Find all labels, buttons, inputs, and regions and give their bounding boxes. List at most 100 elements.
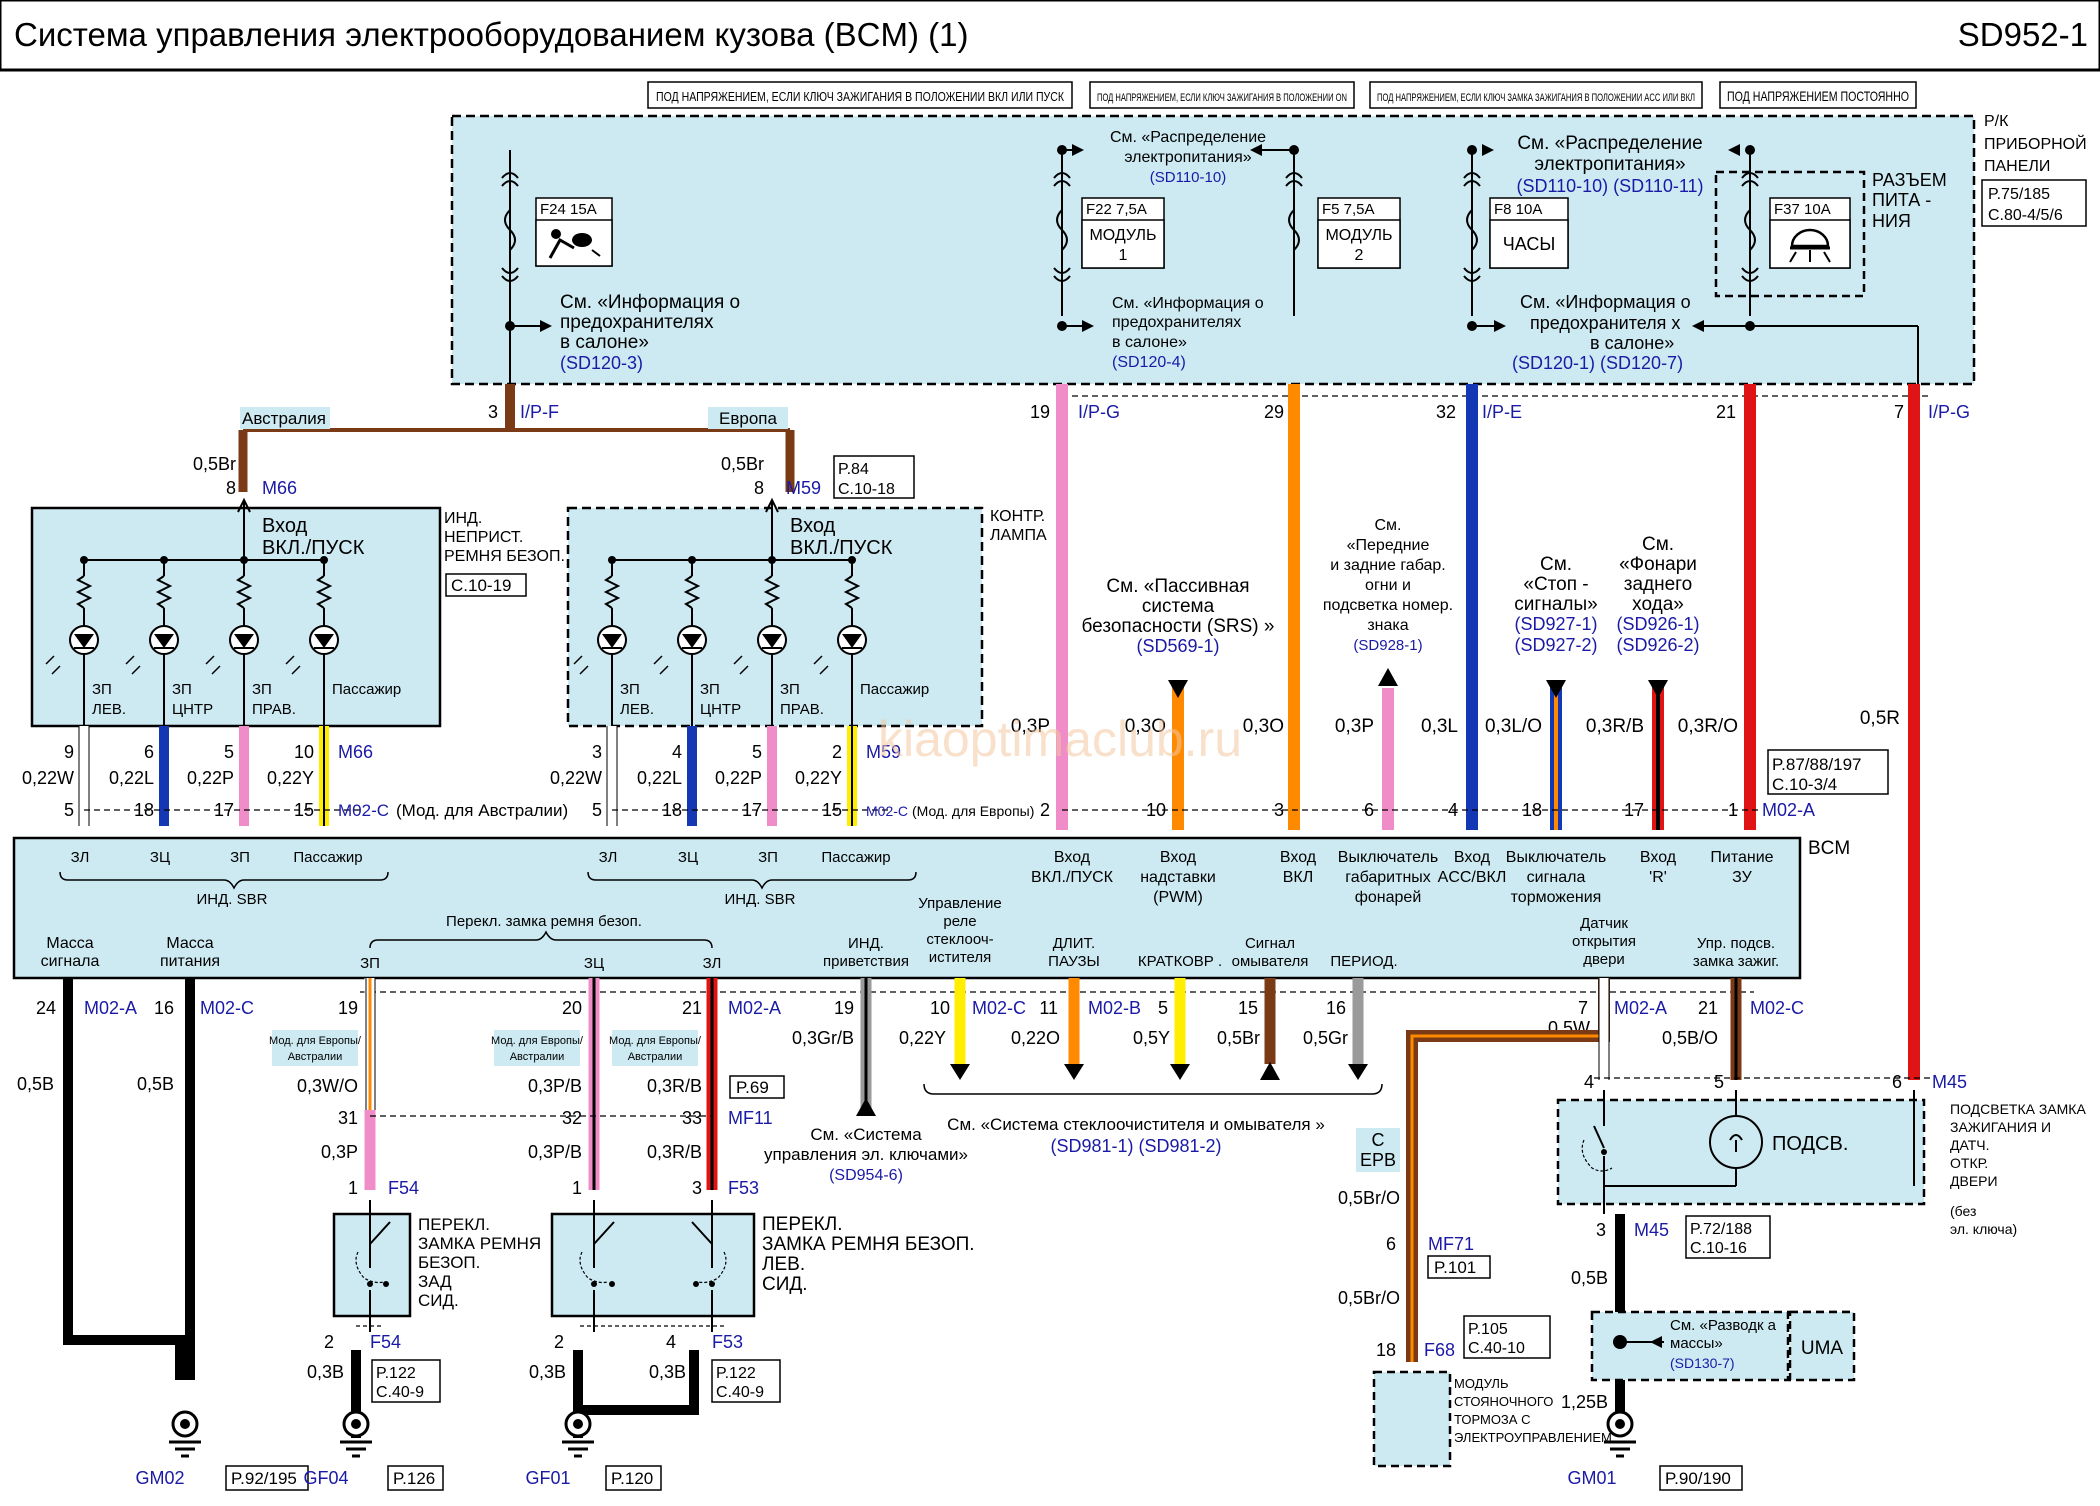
- svg-text:Пассажир: Пассажир: [293, 849, 362, 866]
- svg-text:C.10-16: C.10-16: [1690, 1240, 1747, 1257]
- svg-text:Датчик: Датчик: [1580, 915, 1628, 932]
- svg-text:ACC/ВКЛ: ACC/ВКЛ: [1438, 869, 1507, 886]
- svg-text:0,3B: 0,3B: [649, 1362, 686, 1382]
- m66-internals: ВходВКЛ./ПУСКЗПЛЕВ.ЗПЦНТРЗППРАВ.Пассажир…: [22, 497, 568, 826]
- bcm-label: BCM: [1808, 838, 1850, 859]
- svg-text:21: 21: [1698, 998, 1718, 1018]
- svg-text:РАЗЪЕМ: РАЗЪЕМ: [1872, 170, 1947, 190]
- svg-text:2: 2: [324, 1332, 334, 1352]
- svg-text:F22 7,5A: F22 7,5A: [1086, 201, 1147, 218]
- power-label-ign-on: ПОД НАПРЯЖЕНИЕМ, ЕСЛИ КЛЮЧ ЗАЖИГАНИЯ В П…: [1097, 92, 1347, 104]
- svg-text:подсветка номер.: подсветка номер.: [1323, 597, 1453, 614]
- svg-text:5: 5: [64, 800, 74, 820]
- svg-text:0,22W: 0,22W: [22, 768, 74, 788]
- fuse-f37: F37 10A: [1692, 170, 1919, 392]
- svg-text:ЗАЖИГАНИЯ И: ЗАЖИГАНИЯ И: [1950, 1119, 2051, 1135]
- svg-text:НИЯ: НИЯ: [1872, 211, 1911, 231]
- svg-text:6: 6: [1386, 1234, 1396, 1254]
- svg-text:Сигнал: Сигнал: [1245, 935, 1295, 952]
- svg-text:(SD928-1): (SD928-1): [1353, 637, 1422, 654]
- svg-text:M02-A: M02-A: [84, 998, 137, 1018]
- svg-text:безопасности (SRS) »: безопасности (SRS) »: [1082, 616, 1275, 637]
- svg-text:С: С: [1372, 1130, 1385, 1150]
- svg-text:Выключатель: Выключатель: [1506, 849, 1606, 866]
- f54-label: ПЕРЕКЛ. ЗАМКА РЕМНЯ БЕЗОП. ЗАД СИД.: [418, 1215, 541, 1310]
- svg-text:0,3P: 0,3P: [1335, 716, 1374, 737]
- svg-text:15: 15: [1238, 998, 1258, 1018]
- svg-text:ЗЛ: ЗЛ: [599, 849, 618, 866]
- see-fuse-ref-a: См. «Информация о предохранителях в сало…: [560, 292, 740, 373]
- svg-text:0,5Br/O: 0,5Br/O: [1338, 1288, 1400, 1308]
- svg-text:2: 2: [832, 742, 842, 762]
- svg-text:3: 3: [1274, 800, 1284, 820]
- led-m66-3: [285, 625, 339, 675]
- m66-connector: M66: [262, 478, 297, 498]
- svg-text:19: 19: [338, 998, 358, 1018]
- svg-text:3: 3: [488, 402, 498, 422]
- svg-text:0,3P/B: 0,3P/B: [528, 1076, 582, 1096]
- page-title: Система управления электрооборудованием …: [14, 16, 968, 53]
- svg-text:стеклооч-: стеклооч-: [926, 931, 993, 948]
- svg-text:ИНД. SBR: ИНД. SBR: [197, 891, 268, 908]
- svg-text:P.122: P.122: [716, 1365, 756, 1382]
- svg-text:M02-A: M02-A: [1762, 800, 1815, 820]
- svg-text:НЕПРИСТ.: НЕПРИСТ.: [444, 529, 523, 546]
- svg-text:4: 4: [672, 742, 682, 762]
- svg-text:0,5Y: 0,5Y: [1133, 1028, 1170, 1048]
- svg-text:ПОДСВЕТКА ЗАМКА: ПОДСВЕТКА ЗАМКА: [1950, 1101, 2086, 1117]
- svg-text:17: 17: [742, 800, 762, 820]
- svg-text:ПОДСВ.: ПОДСВ.: [1772, 1133, 1848, 1155]
- svg-text:ЗЛ: ЗЛ: [71, 849, 90, 866]
- svg-text:в салоне»: в салоне»: [1112, 334, 1187, 351]
- svg-text:0,3R/O: 0,3R/O: [1678, 716, 1738, 737]
- svg-text:ДЛИТ.: ДЛИТ.: [1053, 935, 1095, 952]
- svg-text:фонарей: фонарей: [1355, 889, 1422, 906]
- svg-text:предохранителя х: предохранителя х: [1530, 313, 1680, 333]
- svg-text:(SD120-1) (SD120-7): (SD120-1) (SD120-7): [1512, 353, 1683, 373]
- svg-text:сигнала: сигнала: [1527, 869, 1586, 886]
- svg-text:ИНД.: ИНД.: [444, 510, 482, 527]
- svg-text:и задние габар.: и задние габар.: [1330, 557, 1446, 574]
- m59-module-label: КОНТР. ЛАМПА: [990, 508, 1047, 544]
- svg-text:МОДУЛЬ: МОДУЛЬ: [1454, 1376, 1509, 1391]
- fuse-f8: F8 10A ЧАСЫ: [1463, 172, 1569, 332]
- svg-text:ИНД. SBR: ИНД. SBR: [725, 891, 796, 908]
- panel-label: Р/К ПРИБОРНОЙ ПАНЕЛИ P.75/185 C.80-4/5/6: [1981, 113, 2087, 227]
- svg-text:GM02: GM02: [135, 1468, 184, 1488]
- svg-text:См. «Информация о: См. «Информация о: [1112, 295, 1264, 312]
- svg-text:0,3P/B: 0,3P/B: [528, 1142, 582, 1162]
- svg-text:5: 5: [592, 800, 602, 820]
- svg-text:M59: M59: [866, 742, 901, 762]
- svg-text:0,3L/O: 0,3L/O: [1485, 716, 1542, 737]
- svg-text:M02-C: M02-C: [200, 998, 254, 1018]
- svg-text:F53: F53: [728, 1178, 759, 1198]
- svg-text:ЗП: ЗП: [252, 681, 272, 698]
- svg-text:Мод. для Европы/: Мод. для Европы/: [609, 1035, 702, 1047]
- svg-text:2: 2: [1040, 800, 1050, 820]
- svg-text:ДВЕРИ: ДВЕРИ: [1950, 1173, 1998, 1189]
- svg-text:GF01: GF01: [525, 1468, 570, 1488]
- svg-text:0,5Br/O: 0,5Br/O: [1338, 1188, 1400, 1208]
- svg-text:6: 6: [1364, 800, 1374, 820]
- svg-text:F24 15A: F24 15A: [540, 201, 597, 218]
- svg-text:0,5B: 0,5B: [137, 1074, 174, 1094]
- svg-text:7: 7: [1578, 998, 1588, 1018]
- svg-text:C.10-18: C.10-18: [838, 481, 895, 498]
- svg-text:(SD120-4): (SD120-4): [1112, 354, 1186, 371]
- svg-text:надставки: надставки: [1140, 869, 1216, 886]
- svg-text:(без: (без: [1950, 1203, 1976, 1219]
- svg-text:0,5Gr: 0,5Gr: [1303, 1028, 1348, 1048]
- svg-text:«Фонари: «Фонари: [1619, 554, 1697, 575]
- svg-text:Пассажир: Пассажир: [860, 681, 929, 698]
- see-fuse-ref-c: См. «Информация о предохранителя х в сал…: [1512, 292, 1691, 373]
- fuse-f22: F22 7,5A МОДУЛЬ 1: [1053, 172, 1165, 332]
- svg-text:4: 4: [1584, 1072, 1594, 1092]
- svg-text:0,3W/O: 0,3W/O: [297, 1076, 358, 1096]
- svg-text:ЗП: ЗП: [230, 849, 250, 866]
- svg-text:5: 5: [1714, 1072, 1724, 1092]
- diagram-code: SD952-1: [1958, 16, 2088, 53]
- svg-text:(SD927-1): (SD927-1): [1514, 614, 1597, 634]
